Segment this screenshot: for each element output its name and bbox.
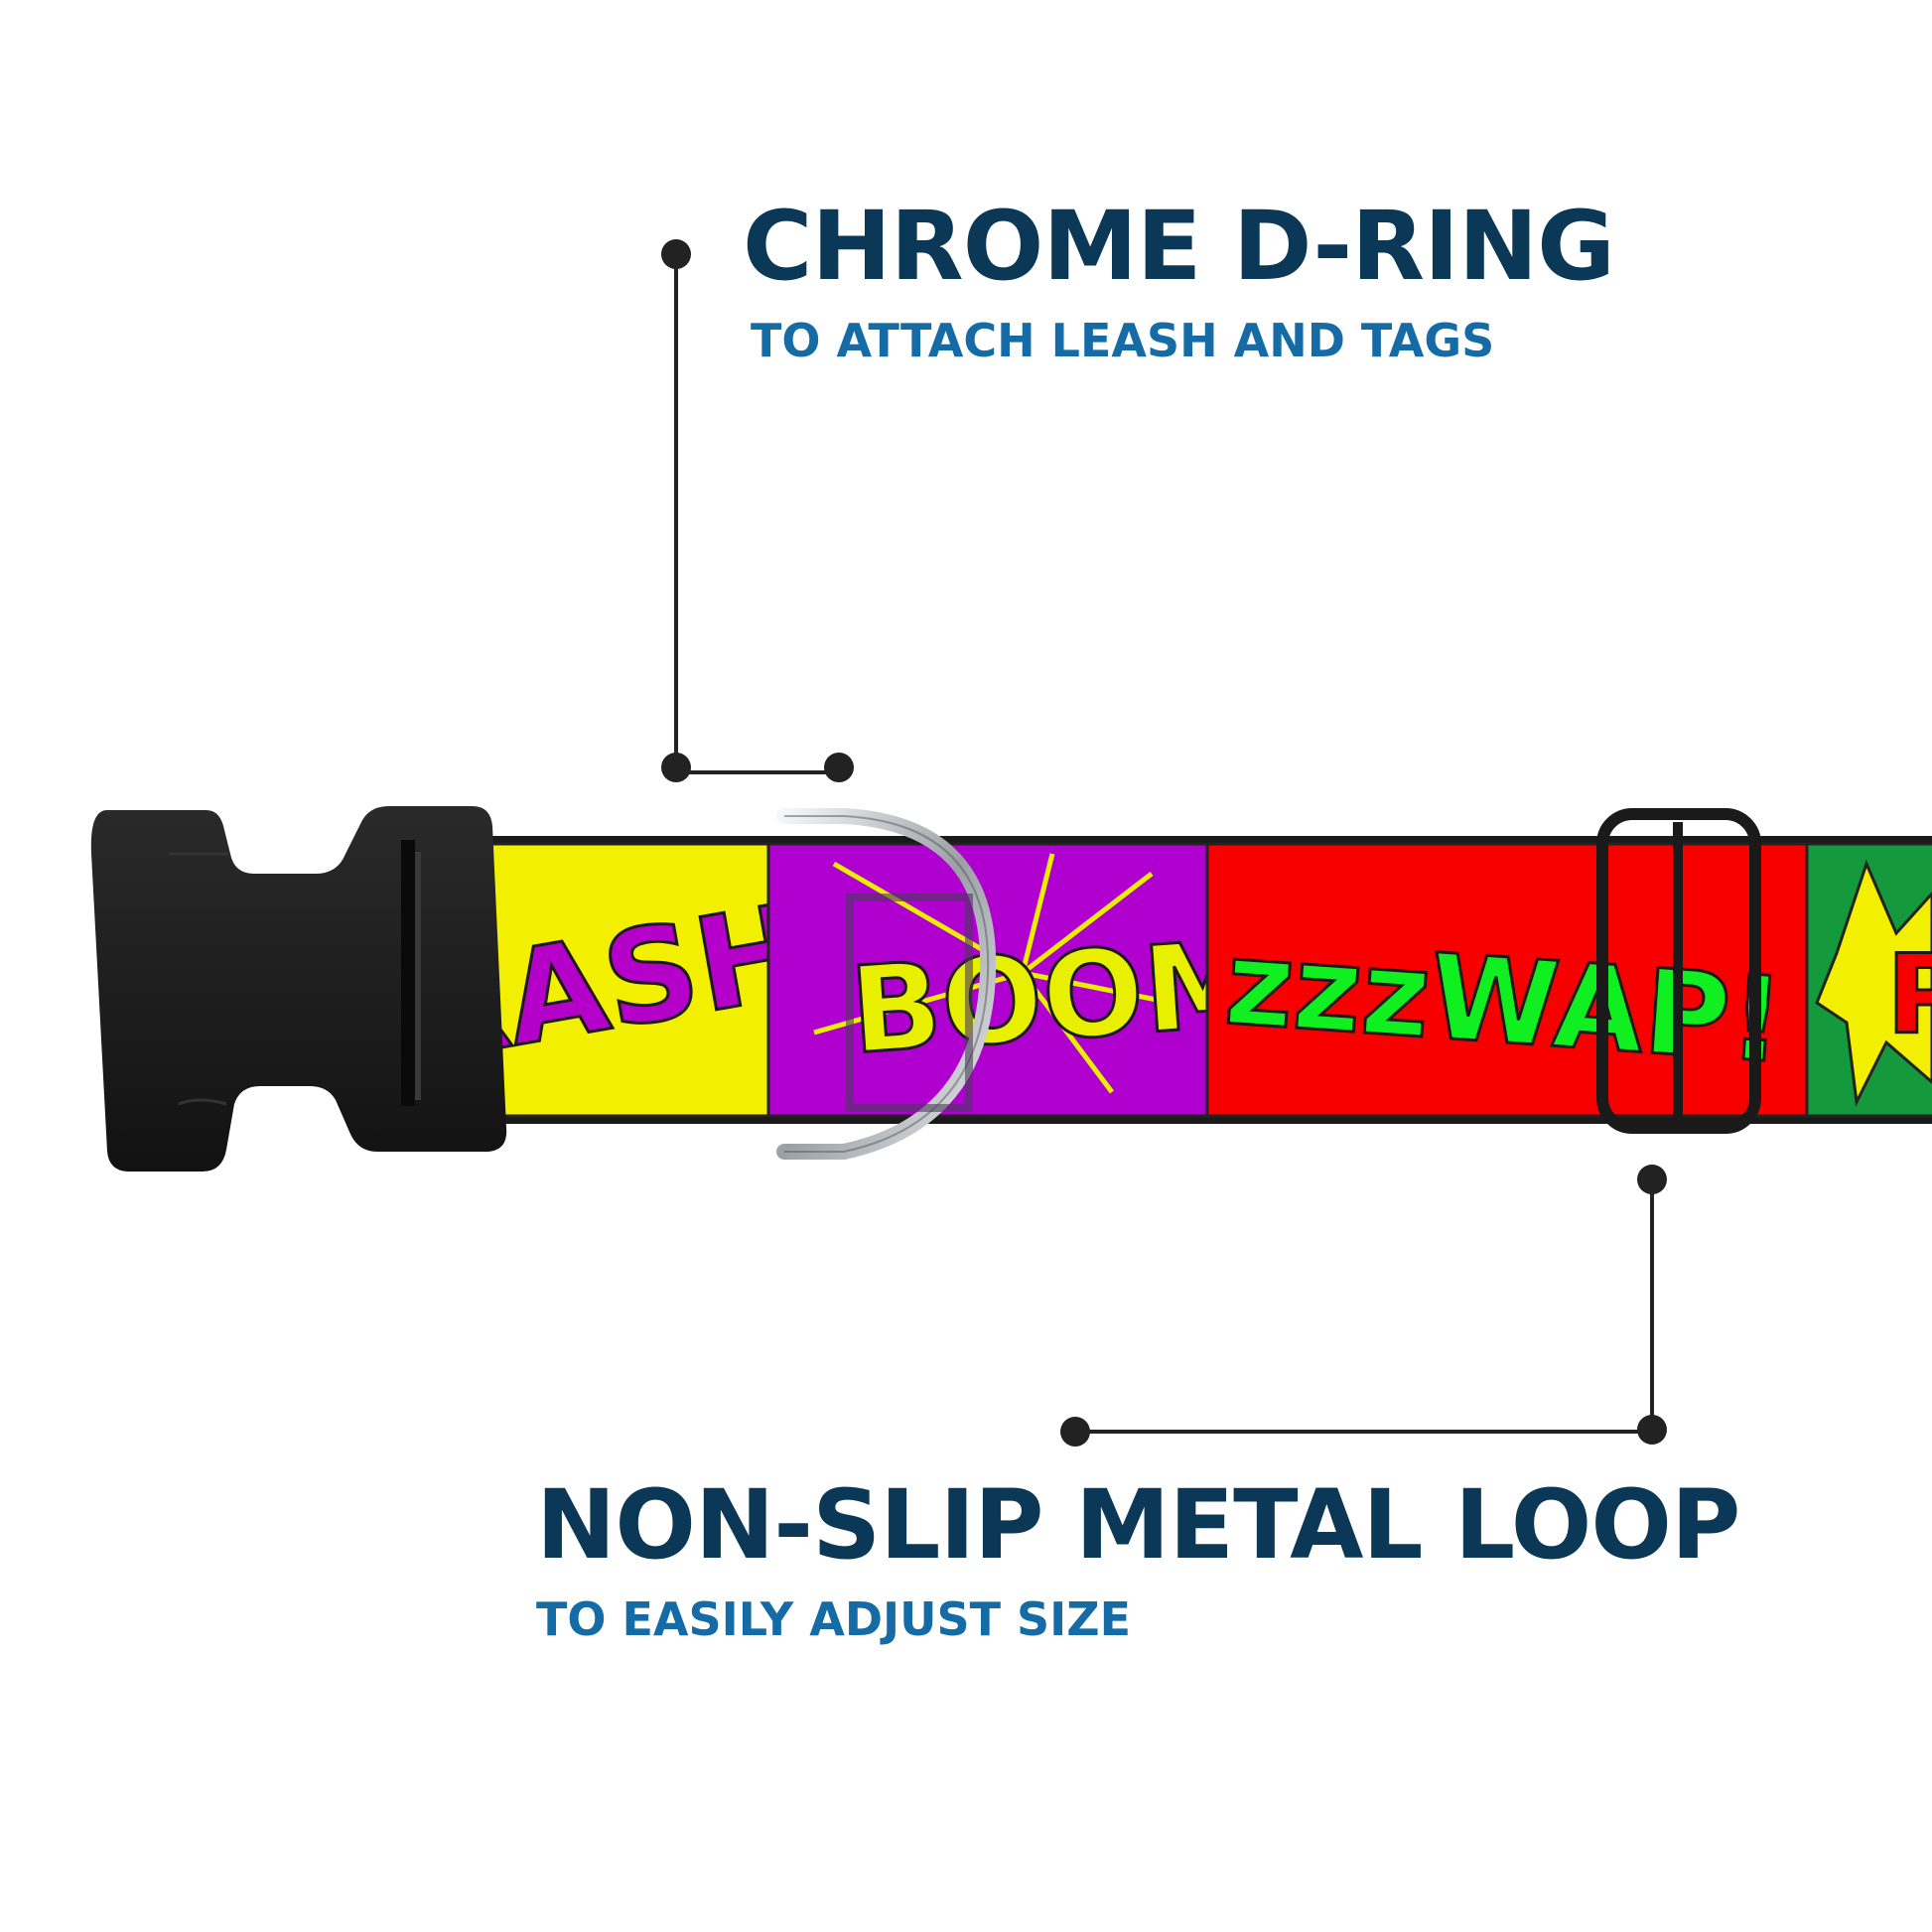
chrome-d-ring bbox=[776, 808, 997, 1160]
buckle bbox=[90, 806, 507, 1172]
loop-leader-line bbox=[1060, 1165, 1667, 1447]
purple-panel-word: BOOM bbox=[846, 914, 1267, 1081]
metal-loop bbox=[1596, 808, 1761, 1134]
green-panel-word: P bbox=[1886, 931, 1932, 1058]
dring-leader-line bbox=[661, 239, 854, 782]
loop-title: NON-SLIP METAL LOOP bbox=[536, 1469, 1740, 1581]
red-panel bbox=[1205, 842, 1809, 1118]
loop-subtitle: TO EASILY ADJUST SIZE bbox=[536, 1592, 1132, 1646]
collar-strap: RASH! BOOM zzzWAP! P bbox=[402, 836, 1932, 1124]
dring-subtitle: TO ATTACH LEASH AND TAGS bbox=[751, 314, 1495, 367]
dring-title: CHROME D-RING bbox=[743, 191, 1615, 302]
starburst-shape bbox=[1815, 859, 1932, 1108]
